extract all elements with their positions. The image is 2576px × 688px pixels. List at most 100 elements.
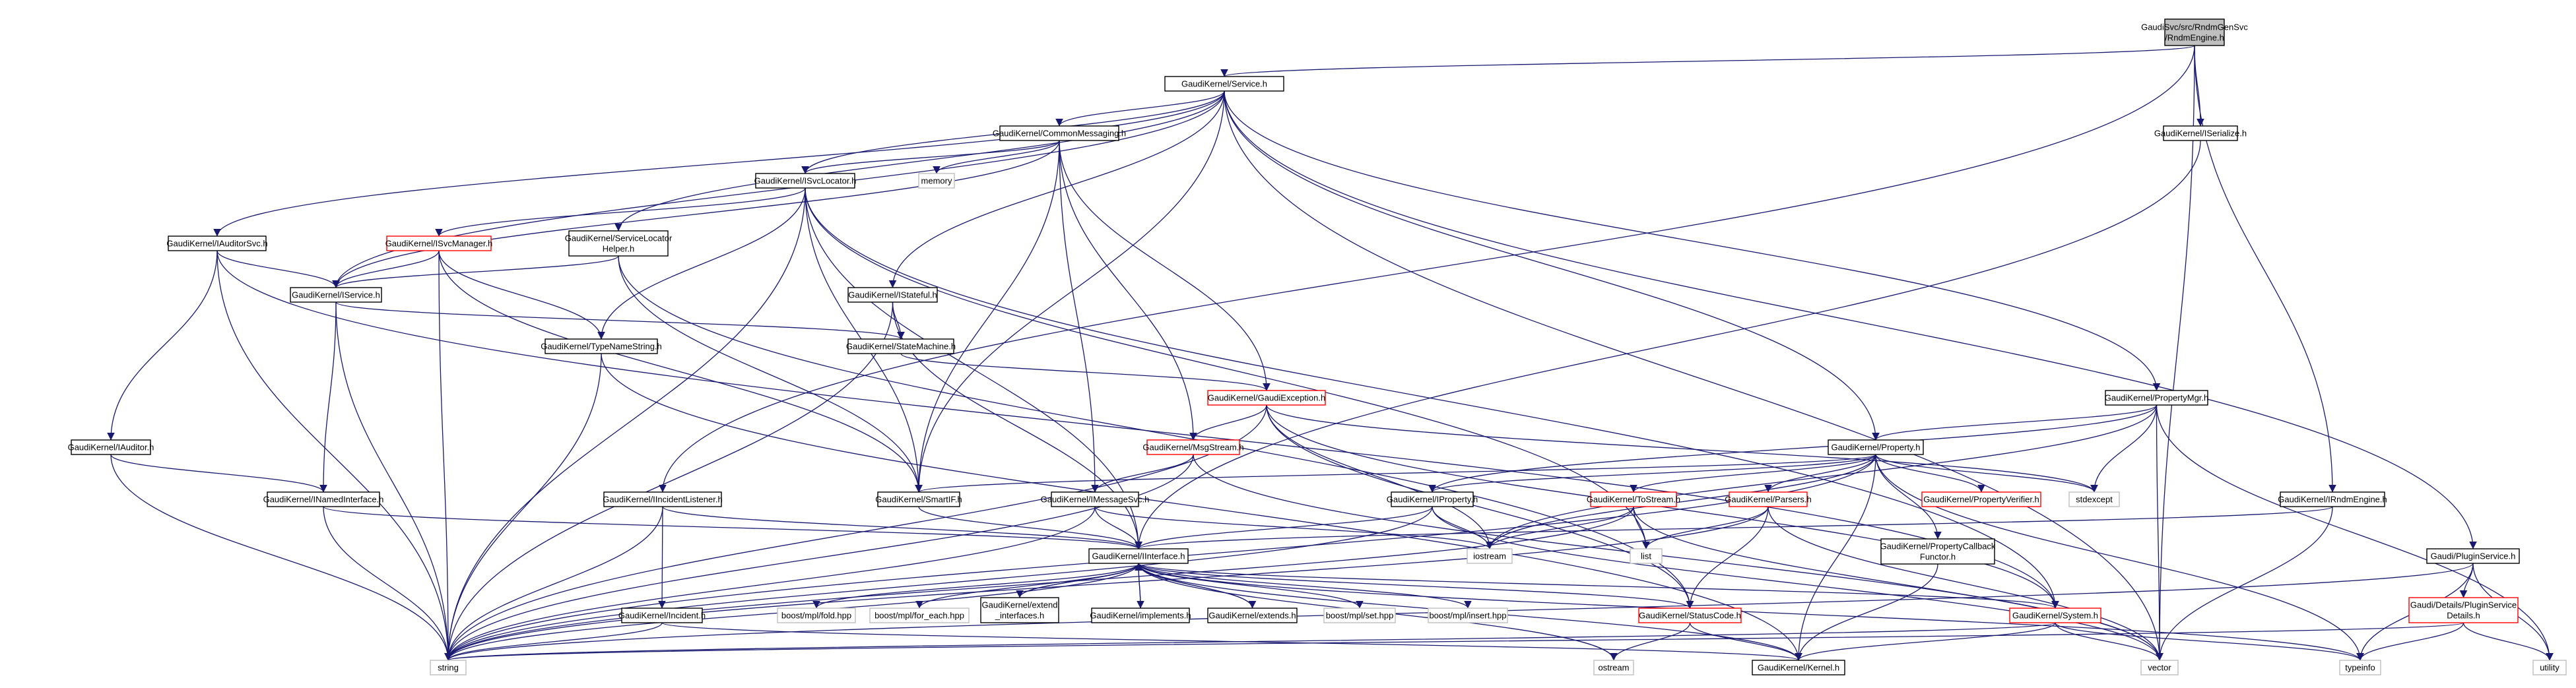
edge-gaudiexception-to-statuscode bbox=[1266, 404, 1694, 609]
edge-propcallback-to-kernel bbox=[1795, 563, 1938, 661]
node-string: string bbox=[430, 660, 467, 675]
node-system[interactable]: GaudiKernel/System.h bbox=[2009, 608, 2101, 623]
node-label-gaudiexception: GaudiKernel/GaudiException.h bbox=[1208, 393, 1326, 403]
node-isvclocator[interactable]: GaudiKernel/ISvcLocator.h bbox=[754, 173, 857, 189]
node-box-iinterface bbox=[1088, 548, 1189, 564]
edge-parsers-to-statuscode bbox=[1686, 506, 1769, 609]
node-isvcmanager[interactable]: GaudiKernel/ISvcManager.h bbox=[385, 235, 493, 251]
node-label-root-line-1: GaudiSvc/src/RndmGenSvc bbox=[2141, 22, 2248, 32]
node-box-extendinterfaces bbox=[980, 597, 1059, 623]
node-statuscode[interactable]: GaudiKernel/StatusCode.h bbox=[1638, 608, 1742, 623]
node-label-propcallback-line-1: GaudiKernel/PropertyCallback bbox=[1880, 542, 1996, 551]
node-implements[interactable]: GaudiKernel/implements.h bbox=[1090, 608, 1191, 623]
node-label-propcallback-line-2: Functor.h bbox=[1920, 552, 1956, 562]
edge-typenamestring-to-kernel bbox=[601, 353, 1802, 661]
edge-iincident-to-string bbox=[444, 622, 663, 661]
edge-imessagesvc-to-iostream bbox=[1094, 506, 1494, 549]
node-iincident[interactable]: GaudiKernel/Incident.h bbox=[618, 608, 706, 623]
node-iincidentlistener[interactable]: GaudiKernel/IIncidentListener.h bbox=[603, 491, 723, 507]
node-box-iproperty bbox=[1391, 491, 1474, 507]
node-statemachine[interactable]: GaudiKernel/StateMachine.h bbox=[846, 338, 956, 354]
node-box-service_h bbox=[1164, 76, 1284, 92]
edge-parsers-to-string bbox=[444, 506, 1769, 661]
node-extendinterfaces[interactable]: GaudiKernel/extend_interfaces.h bbox=[980, 597, 1059, 623]
node-service_h[interactable]: GaudiKernel/Service.h bbox=[1164, 76, 1284, 92]
node-box-iauditor bbox=[71, 439, 151, 455]
node-msgstream[interactable]: GaudiKernel/MsgStream.h bbox=[1142, 439, 1244, 455]
node-label-irndmengine: GaudiKernel/IRndmEngine.h bbox=[2278, 495, 2387, 505]
node-list: list bbox=[1630, 548, 1663, 564]
nodes-layer: GaudiSvc/src/RndmGenSvc/RndmEngine.hGaud… bbox=[68, 18, 2567, 675]
node-box-iservice bbox=[290, 287, 382, 303]
node-propverifier[interactable]: GaudiKernel/PropertyVerifier.h bbox=[1921, 491, 2041, 507]
node-iinterface[interactable]: GaudiKernel/IInterface.h bbox=[1088, 548, 1189, 564]
node-box-gaudiexception bbox=[1207, 390, 1326, 406]
node-label-statuscode: GaudiKernel/StatusCode.h bbox=[1639, 611, 1741, 621]
node-pluginservice[interactable]: Gaudi/PluginService.h bbox=[2426, 548, 2520, 564]
node-irndmengine[interactable]: GaudiKernel/IRndmEngine.h bbox=[2278, 491, 2387, 507]
edges-layer bbox=[107, 45, 2554, 661]
node-iauditorsvc[interactable]: GaudiKernel/IAuditorSvc.h bbox=[166, 235, 268, 251]
edge-system-to-typeinfo bbox=[2055, 622, 2364, 661]
edge-gaudiexception-to-stdexcept bbox=[1266, 404, 2098, 493]
edge-iincidentlistener-to-string bbox=[444, 506, 663, 661]
node-propertymgr[interactable]: GaudiKernel/PropertyMgr.h bbox=[2105, 390, 2209, 406]
edge-iincidentlistener-to-iinterface bbox=[662, 506, 1142, 549]
node-box-isvclocator bbox=[755, 173, 855, 189]
node-label-tostream: GaudiKernel/ToStream.h bbox=[1587, 495, 1680, 505]
node-box-iincident bbox=[621, 608, 703, 623]
edge-service_h-to-istateful bbox=[888, 90, 1225, 288]
edge-service_h-to-property bbox=[1224, 90, 1880, 441]
node-property[interactable]: GaudiKernel/Property.h bbox=[1828, 439, 1924, 455]
node-label-iincidentlistener: GaudiKernel/IIncidentListener.h bbox=[603, 495, 722, 505]
node-box-isvcmanager bbox=[386, 235, 492, 251]
node-root[interactable]: GaudiSvc/src/RndmGenSvc/RndmEngine.h bbox=[2141, 18, 2248, 46]
edge-property-to-kernel bbox=[1795, 454, 1876, 661]
node-box-stdexcept bbox=[2068, 491, 2120, 507]
node-label-pluginsvcdetails-line-2: Details.h bbox=[2447, 611, 2480, 621]
node-tostream[interactable]: GaudiKernel/ToStream.h bbox=[1587, 491, 1680, 507]
edge-propertymgr-to-property bbox=[1872, 404, 2158, 441]
node-label-isvcmanager: GaudiKernel/ISvcManager.h bbox=[385, 239, 493, 249]
edge-propertymgr-to-utility bbox=[2156, 404, 2554, 661]
node-label-iauditor: GaudiKernel/IAuditor.h bbox=[68, 443, 154, 453]
node-label-mplforeach: boost/mpl/for_each.hpp bbox=[875, 611, 964, 621]
node-kernel[interactable]: GaudiKernel/Kernel.h bbox=[1752, 660, 1845, 675]
node-label-implements: GaudiKernel/implements.h bbox=[1090, 611, 1191, 621]
edge-property-to-iproperty bbox=[1428, 454, 1876, 493]
node-gaudiexception[interactable]: GaudiKernel/GaudiException.h bbox=[1207, 390, 1326, 406]
node-box-memory bbox=[918, 173, 955, 189]
node-box-statuscode bbox=[1638, 608, 1742, 623]
edge-isvcmanager-to-iservice bbox=[332, 250, 440, 288]
node-istateful[interactable]: GaudiKernel/IStateful.h bbox=[847, 287, 938, 303]
node-imessagesvc[interactable]: GaudiKernel/IMessageSvc.h bbox=[1041, 491, 1150, 507]
node-iproperty[interactable]: GaudiKernel/IProperty.h bbox=[1387, 491, 1478, 507]
node-iserialize[interactable]: GaudiKernel/ISerialize.h bbox=[2154, 125, 2247, 141]
edge-iproperty-to-vector bbox=[1432, 506, 2163, 661]
node-parsers[interactable]: GaudiKernel/Parsers.h bbox=[1725, 491, 1812, 507]
node-commonmsg[interactable]: GaudiKernel/CommonMessaging.h bbox=[993, 125, 1126, 141]
edge-iservice-to-statemachine bbox=[335, 301, 905, 340]
node-smartif[interactable]: GaudiKernel/SmartIF.h bbox=[875, 491, 962, 507]
edge-smartif-to-iinterface bbox=[918, 506, 1142, 549]
node-box-svclochelper bbox=[568, 230, 669, 257]
node-label-vector: vector bbox=[2148, 663, 2171, 673]
node-extends[interactable]: GaudiKernel/extends.h bbox=[1207, 608, 1298, 623]
node-inamedinterface[interactable]: GaudiKernel/INamedInterface.h bbox=[263, 491, 384, 507]
node-box-typeinfo bbox=[2339, 660, 2381, 675]
node-box-statemachine bbox=[847, 338, 954, 354]
edge-msgstream-to-vector bbox=[1193, 454, 2163, 661]
node-typenamestring[interactable]: GaudiKernel/TypeNameString.h bbox=[541, 338, 662, 354]
node-box-mplinsert bbox=[1428, 608, 1508, 623]
edge-service_h-to-vector bbox=[1224, 90, 2163, 661]
node-box-property bbox=[1828, 439, 1924, 455]
node-iauditor[interactable]: GaudiKernel/IAuditor.h bbox=[68, 439, 154, 455]
edge-commonmsg-to-gaudiexception bbox=[1059, 140, 1271, 391]
node-iservice[interactable]: GaudiKernel/IService.h bbox=[290, 287, 382, 303]
node-label-typenamestring: GaudiKernel/TypeNameString.h bbox=[541, 342, 662, 352]
edge-iincidentlistener-to-iincident bbox=[658, 506, 666, 609]
node-box-irndmengine bbox=[2280, 491, 2385, 507]
